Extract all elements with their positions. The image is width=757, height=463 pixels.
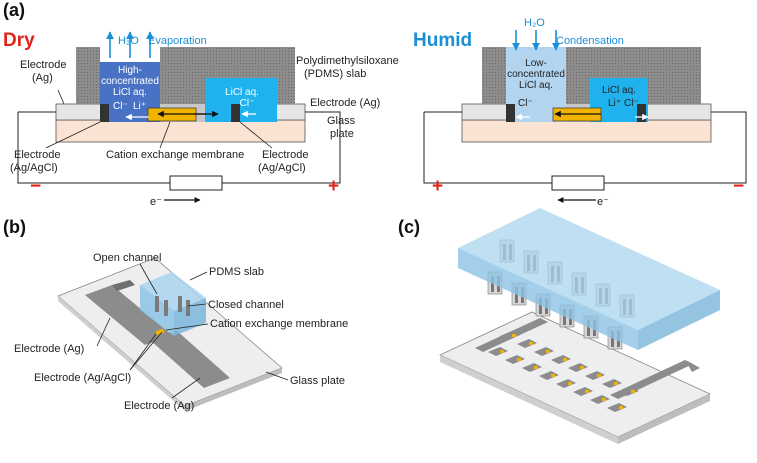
electrode-ag-label-b1: Electrode (Ag) bbox=[14, 343, 84, 355]
ion-cl-humid-left: Cl⁻ bbox=[518, 98, 533, 109]
electrode-pad-c bbox=[500, 331, 520, 340]
agcl-right-2: (Ag/AgCl) bbox=[258, 162, 306, 174]
low-conc-line-1: Low- bbox=[525, 58, 547, 69]
minus-sign-humid: − bbox=[733, 176, 744, 197]
electrode-ag-right: Electrode (Ag) bbox=[310, 97, 380, 109]
electrode-pad-c bbox=[556, 379, 576, 388]
h2o-label-dry: H₂O bbox=[118, 35, 139, 47]
pdms-label-1: Polydimethylsiloxane bbox=[296, 55, 399, 67]
membrane-b bbox=[155, 328, 165, 336]
pdms-slab-c bbox=[458, 208, 720, 330]
open-channel-label: Open channel bbox=[93, 252, 162, 264]
pdms-left-wall-humid bbox=[482, 47, 506, 104]
low-conc-line-3: LiCl aq. bbox=[519, 80, 553, 91]
closed-channel-humid-line-1: LiCl aq. bbox=[602, 85, 636, 96]
agcl-electrode-right-humid bbox=[637, 104, 646, 122]
electrode-pad-c bbox=[602, 379, 622, 388]
plus-sign-humid: + bbox=[432, 176, 443, 197]
panel-a-humid: Humid H₂O Condensation Low- concentrated… bbox=[413, 17, 747, 208]
agcl-left-1: Electrode bbox=[14, 149, 60, 161]
membrane-label: Cation exchange membrane bbox=[106, 149, 244, 161]
panel-b: (b) Open channel PDMS slab Closed channe… bbox=[3, 217, 348, 412]
load-resistor-humid bbox=[551, 175, 605, 191]
high-conc-line-1: High- bbox=[118, 65, 142, 76]
closed-channel-label: Closed channel bbox=[208, 299, 284, 311]
panel-label-b: (b) bbox=[3, 217, 26, 237]
agcl-electrode-left-humid bbox=[506, 104, 515, 122]
panel-a-dry: (a) Dry H₂O Evaporation High- concentrat… bbox=[3, 0, 399, 208]
high-conc-line-2: concentrated bbox=[101, 76, 159, 87]
closed-channel-line-2: Cl⁻ bbox=[240, 98, 255, 109]
electrode-pad-c bbox=[505, 355, 525, 364]
panel-c: (c) bbox=[398, 208, 720, 444]
load-resistor-dry bbox=[169, 175, 223, 191]
electrode-pad-c bbox=[573, 387, 593, 396]
pdms-slab-label-b: PDMS slab bbox=[209, 266, 264, 278]
electrode-ag-label-b2: Electrode (Ag) bbox=[124, 400, 194, 412]
ion-cl-humid-right: Cl⁻ bbox=[624, 98, 639, 109]
electrode-pad-c bbox=[590, 395, 610, 404]
pdms-label-2: (PDMS) slab bbox=[304, 68, 366, 80]
condensation-label: Condensation bbox=[556, 35, 624, 47]
electrode-agcl-label-b: Electrode (Ag/AgCl) bbox=[34, 372, 131, 384]
electrode-pad-c bbox=[517, 339, 537, 348]
minus-sign-dry: − bbox=[30, 176, 41, 197]
agcl-electrode-right bbox=[231, 104, 240, 122]
membrane-label-b: Cation exchange membrane bbox=[210, 318, 348, 330]
electrode-pad-c bbox=[522, 363, 542, 372]
glass-plate bbox=[55, 119, 306, 143]
low-conc-line-2: concentrated bbox=[507, 69, 565, 80]
closed-channel-line-1: LiCl aq. bbox=[225, 87, 259, 98]
electron-label-dry: e⁻ bbox=[150, 196, 162, 208]
evaporation-label: Evaporation bbox=[148, 35, 207, 47]
electron-label-humid: e⁻ bbox=[597, 196, 609, 208]
glass-plate-humid bbox=[461, 119, 712, 143]
electrode-ag-left-2: (Ag) bbox=[32, 72, 53, 84]
pdms-left-wall bbox=[76, 47, 100, 104]
agcl-left-2: (Ag/AgCl) bbox=[10, 162, 58, 174]
electrode-array-c bbox=[488, 331, 639, 412]
electrode-ag-left-1: Electrode bbox=[20, 59, 66, 71]
ion-cl-left: Cl⁻ bbox=[113, 101, 128, 112]
agcl-electrode-left bbox=[100, 104, 109, 122]
closed-channel-humid-line-2: Li⁺ bbox=[608, 98, 621, 109]
h2o-label-humid: H₂O bbox=[524, 17, 545, 29]
high-conc-line-3: LiCl aq. bbox=[113, 87, 147, 98]
plus-sign-dry: + bbox=[328, 176, 339, 197]
glass-plate-label-b: Glass plate bbox=[290, 375, 345, 387]
electrode-pad-c bbox=[551, 355, 571, 364]
dry-title: Dry bbox=[3, 30, 35, 51]
electrode-pad-c bbox=[488, 347, 508, 356]
glass-label-2: plate bbox=[330, 128, 354, 140]
electrode-pad-c bbox=[585, 371, 605, 380]
panel-label-c: (c) bbox=[398, 217, 420, 237]
ion-li: Li⁺ bbox=[133, 101, 146, 112]
electrode-pad-c bbox=[568, 363, 588, 372]
humid-title: Humid bbox=[413, 30, 472, 51]
electrode-pad-c bbox=[619, 387, 639, 396]
electrode-pad-c bbox=[607, 403, 627, 412]
electrode-pad-c bbox=[534, 347, 554, 356]
agcl-right-1: Electrode bbox=[262, 149, 308, 161]
electrode-pad-c bbox=[539, 371, 559, 380]
glass-label-1: Glass bbox=[327, 115, 356, 127]
electrode-ag-strip-1 bbox=[85, 285, 172, 345]
electrode-ag-strip-2 bbox=[150, 330, 230, 388]
panel-label-a: (a) bbox=[3, 0, 25, 20]
